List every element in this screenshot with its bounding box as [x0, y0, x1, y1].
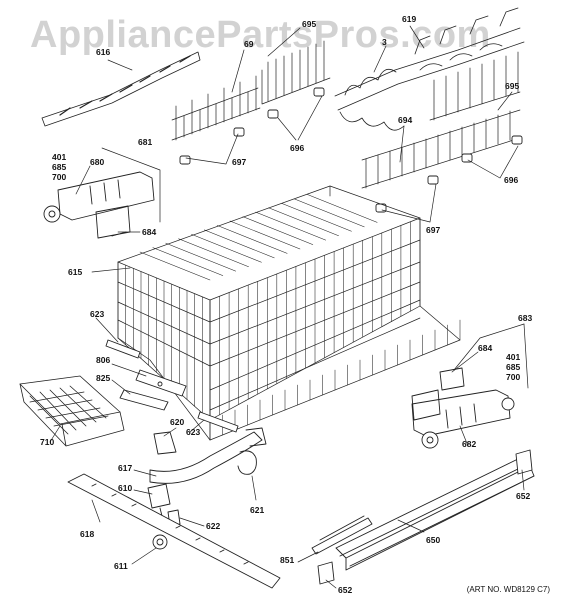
tine-row-upper-mid	[261, 40, 331, 105]
rack-wire	[268, 207, 339, 236]
cup-shelf-619	[334, 7, 525, 131]
callout-611: 611	[114, 561, 128, 571]
art-number: (ART NO. WD8129 C7)	[466, 585, 550, 594]
callout-620: 620	[170, 417, 185, 427]
callout-69: 69	[244, 39, 254, 49]
callout-851: 851	[280, 555, 295, 565]
rack-wire	[139, 251, 211, 281]
rack-wire	[165, 242, 236, 272]
rail-650	[335, 457, 535, 571]
spray-arm-618	[67, 473, 281, 589]
rack-wire	[191, 234, 262, 263]
callout-695-top: 695	[302, 19, 317, 29]
callout-652-right: 652	[516, 491, 531, 501]
rack-wire	[294, 198, 365, 228]
callout-610: 610	[118, 483, 133, 493]
rack-wire	[178, 238, 249, 267]
watermark: AppliancePartsPros.com	[30, 14, 491, 56]
callout-694: 694	[398, 115, 413, 125]
callout-623-right: 623	[186, 427, 201, 437]
callout-710: 710	[40, 437, 55, 447]
callout-619: 619	[402, 14, 417, 24]
callout-697-left: 697	[232, 157, 247, 167]
callout-401-left: 401	[52, 152, 67, 162]
tine-row-right	[361, 51, 521, 189]
rack-wire	[255, 211, 326, 241]
callout-681: 681	[138, 137, 153, 147]
rack-wire	[242, 216, 314, 245]
rail-851	[311, 515, 373, 555]
callout-685-right: 685	[506, 362, 521, 372]
callout-652-bottom: 652	[338, 585, 353, 595]
rack-wires	[117, 194, 461, 441]
rack-wire	[152, 247, 224, 276]
callout-696-left: 696	[290, 143, 305, 153]
inserts-806-825	[119, 369, 187, 411]
clip-620	[153, 431, 177, 455]
callout-650: 650	[426, 535, 441, 545]
callout-622: 622	[206, 521, 221, 531]
wheel-bracket-680	[43, 171, 155, 239]
rack-wire	[204, 229, 275, 259]
rack-wire	[281, 203, 352, 232]
callout-700-left: 700	[52, 172, 67, 182]
rack-wire	[306, 194, 378, 223]
feed-tube-617	[149, 427, 267, 484]
rail-616	[41, 51, 201, 127]
callout-684-right: 684	[478, 343, 493, 353]
leader-lines	[49, 25, 529, 589]
callout-806: 806	[96, 355, 111, 365]
callout-stack-left: 401 685 700	[52, 152, 66, 182]
callout-697-right: 697	[426, 225, 441, 235]
callout-615: 615	[68, 267, 83, 277]
callout-684-left: 684	[142, 227, 157, 237]
rack-wire	[216, 225, 288, 254]
wheel-bracket-682	[411, 367, 515, 449]
callout-621: 621	[250, 505, 265, 515]
callout-stack-right: 401 685 700	[506, 352, 520, 382]
clips-696-697	[179, 87, 523, 213]
callout-623-left: 623	[90, 309, 105, 319]
callout-682: 682	[462, 439, 477, 449]
callout-695-right: 695	[505, 81, 520, 91]
callout-680: 680	[90, 157, 105, 167]
clip-623	[105, 339, 239, 433]
callout-700-right: 700	[506, 372, 521, 382]
manifold-610	[147, 483, 181, 527]
callout-683: 683	[518, 313, 533, 323]
callout-3: 3	[382, 37, 387, 47]
callout-696-right: 696	[504, 175, 519, 185]
callout-618: 618	[80, 529, 95, 539]
silverware-basket-710	[19, 375, 125, 447]
rack-wire	[229, 220, 301, 250]
callout-617: 617	[118, 463, 133, 473]
tine-row-upper-left	[171, 75, 261, 141]
end-caps-652	[317, 449, 533, 585]
callout-616: 616	[96, 47, 111, 57]
callout-825: 825	[96, 373, 111, 383]
callout-401-right: 401	[506, 352, 521, 362]
callout-685-left: 685	[52, 162, 67, 172]
rack-basket-615	[117, 185, 461, 441]
